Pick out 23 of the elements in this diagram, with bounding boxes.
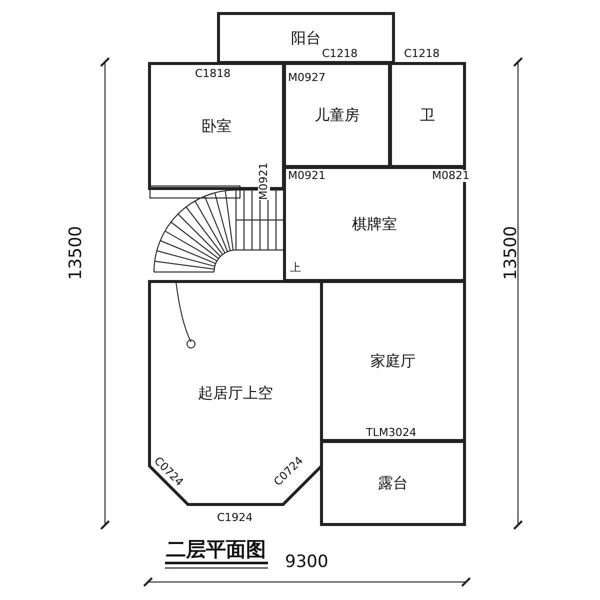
door-code: M0821 [432, 170, 470, 182]
room-label: 露台 [377, 474, 409, 492]
title: 二层平面图 [166, 536, 266, 563]
room-label: 卧室 [200, 116, 232, 136]
window-code: C1818 [195, 68, 231, 80]
room-label: 棋牌室 [351, 214, 398, 234]
window-code: C1924 [217, 512, 253, 524]
room-label: 起居厅上空 [197, 384, 274, 402]
window-code: C1218 [404, 48, 440, 60]
room-label: 儿童房 [314, 106, 360, 124]
window-code: C1218 [322, 48, 358, 60]
dimension: 13500 [505, 226, 517, 280]
stair-direction: 上 [290, 262, 301, 274]
dimension: 9300 [285, 556, 328, 568]
door-code: M0927 [288, 72, 326, 84]
dimension: 13500 [70, 226, 82, 280]
room-label: 阳台 [290, 28, 322, 48]
bathroom [389, 62, 466, 168]
door-code: M0921 [288, 170, 326, 182]
terrace [320, 440, 466, 526]
room-label: 家庭厅 [370, 352, 416, 370]
door-code: TLM3024 [366, 427, 416, 439]
door-code: M0921 [258, 162, 270, 200]
